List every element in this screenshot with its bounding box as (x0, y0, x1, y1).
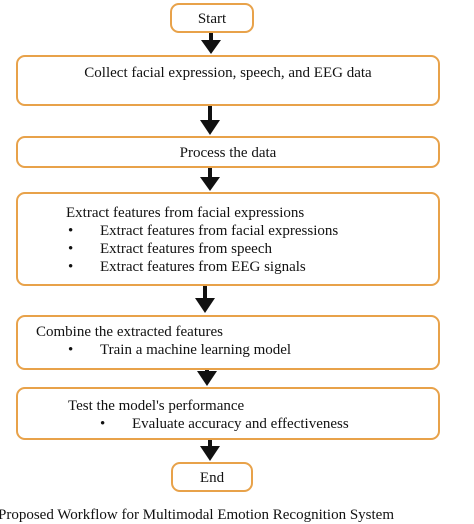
step-extract-features: Extract features from facial expressions… (16, 192, 440, 286)
figure-caption: Proposed Workflow for Multimodal Emotion… (0, 502, 474, 524)
start-label: Start (197, 11, 227, 27)
end-label: End (199, 470, 225, 486)
step-combine-features: Combine the extracted features • Train a… (16, 315, 440, 370)
bullet-icon: • (68, 259, 74, 275)
figure-caption-text: Proposed Workflow for Multimodal Emotion… (0, 507, 394, 523)
bullet-icon: • (68, 342, 74, 358)
step-collect-data-label: Collect facial expression, speech, and E… (84, 65, 372, 81)
list-item: • Extract features from speech (68, 240, 338, 258)
step-extract-features-title: Extract features from facial expressions (66, 205, 305, 221)
test-performance-list: • Evaluate accuracy and effectiveness (100, 415, 349, 433)
arrow-collect-to-process (200, 106, 220, 135)
list-item-text: Extract features from speech (100, 241, 272, 257)
list-item: • Evaluate accuracy and effectiveness (100, 415, 349, 433)
list-item: • Extract features from facial expressio… (68, 222, 338, 240)
combine-features-list: • Train a machine learning model (68, 341, 291, 359)
step-collect-data: Collect facial expression, speech, and E… (16, 55, 440, 106)
list-item-text: Extract features from EEG signals (100, 259, 306, 275)
step-test-performance: Test the model's performance • Evaluate … (16, 387, 440, 440)
list-item-text: Evaluate accuracy and effectiveness (132, 416, 349, 432)
bullet-icon: • (100, 416, 106, 432)
bullet-icon: • (68, 223, 74, 239)
step-test-performance-title: Test the model's performance (68, 398, 245, 414)
arrow-process-to-extract (200, 168, 220, 191)
start-node: Start (170, 3, 254, 33)
list-item: • Extract features from EEG signals (68, 258, 338, 276)
list-item-text: Train a machine learning model (100, 342, 292, 358)
step-process-data: Process the data (16, 136, 440, 168)
arrow-test-to-end (200, 440, 220, 461)
step-process-data-label: Process the data (179, 145, 277, 161)
step-combine-features-title: Combine the extracted features (36, 324, 224, 340)
arrow-start-to-collect (201, 33, 221, 54)
arrow-extract-to-combine (195, 286, 215, 313)
end-node: End (171, 462, 253, 492)
list-item-text: Extract features from facial expressions (100, 223, 339, 239)
arrow-combine-to-test (197, 370, 217, 386)
bullet-icon: • (68, 241, 74, 257)
list-item: • Train a machine learning model (68, 341, 291, 359)
extract-features-list: • Extract features from facial expressio… (68, 222, 338, 276)
